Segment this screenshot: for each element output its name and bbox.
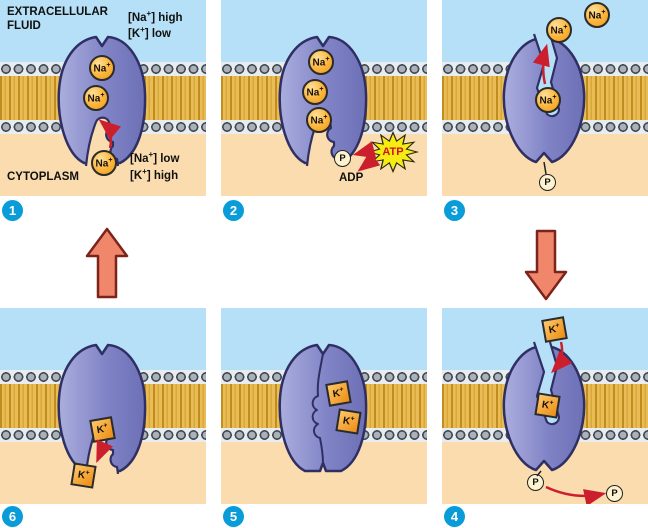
panel-step-3: Na+ Na+ Na+ P [442, 0, 648, 196]
transport-arrow-icon [545, 485, 607, 504]
sodium-ion: Na+ [308, 49, 334, 75]
extracellular-label-line2: FLUID [7, 20, 41, 32]
phosphate-badge: P [334, 150, 351, 167]
concentration-label-na-high: [Na+] high [128, 9, 183, 24]
step-badge-4: 4 [444, 506, 465, 527]
cycle-arrow-down-icon [524, 229, 568, 301]
phosphate-badge: P [527, 474, 544, 491]
step-badge-5: 5 [223, 506, 244, 527]
pump-protein [57, 343, 147, 476]
potassium-ion: K+ [89, 416, 116, 443]
panel-step-6: K+ K+ [0, 308, 206, 504]
potassium-ion: K+ [335, 408, 362, 435]
step-badge-1: 1 [2, 200, 23, 221]
step-badge-2: 2 [223, 200, 244, 221]
phosphate-badge: P [539, 174, 556, 191]
adp-label: ADP [339, 172, 364, 184]
step-badge-6: 6 [2, 506, 23, 527]
phosphate-badge-released: P [606, 485, 623, 502]
potassium-ion: K+ [534, 392, 561, 419]
panel-step-5: K+ K+ [221, 308, 427, 504]
sodium-ion: Na+ [89, 55, 115, 81]
concentration-label-na-low: [Na+] low [130, 150, 180, 165]
extracellular-label: EXTRACELLULAR [7, 6, 108, 18]
concentration-label-k-low: [K+] low [128, 25, 172, 40]
panel-step-1: EXTRACELLULAR FLUID [Na+] high [K+] low … [0, 0, 206, 196]
sodium-ion: Na+ [546, 17, 572, 43]
potassium-ion: K+ [325, 380, 352, 407]
panel-step-2: Na+ Na+ Na+ ATP ADP P [221, 0, 427, 196]
sodium-ion: Na+ [302, 79, 328, 105]
potassium-ion: K+ [541, 316, 568, 343]
sodium-ion: Na+ [306, 107, 332, 133]
potassium-ion: K+ [70, 462, 97, 489]
sodium-ion: Na+ [91, 150, 117, 176]
sodium-ion: Na+ [584, 2, 610, 28]
atp-burst: ATP [366, 130, 420, 174]
sodium-ion: Na+ [535, 87, 561, 113]
atp-label: ATP [382, 146, 404, 158]
cycle-arrow-up-icon [85, 227, 129, 299]
concentration-label-k-high: [K+] high [130, 167, 179, 182]
step-badge-3: 3 [444, 200, 465, 221]
panel-step-4: K+ K+ P P [442, 308, 648, 504]
cytoplasm-label: CYTOPLASM [7, 171, 79, 183]
sodium-ion: Na+ [83, 85, 109, 111]
pump-protein [278, 343, 368, 473]
